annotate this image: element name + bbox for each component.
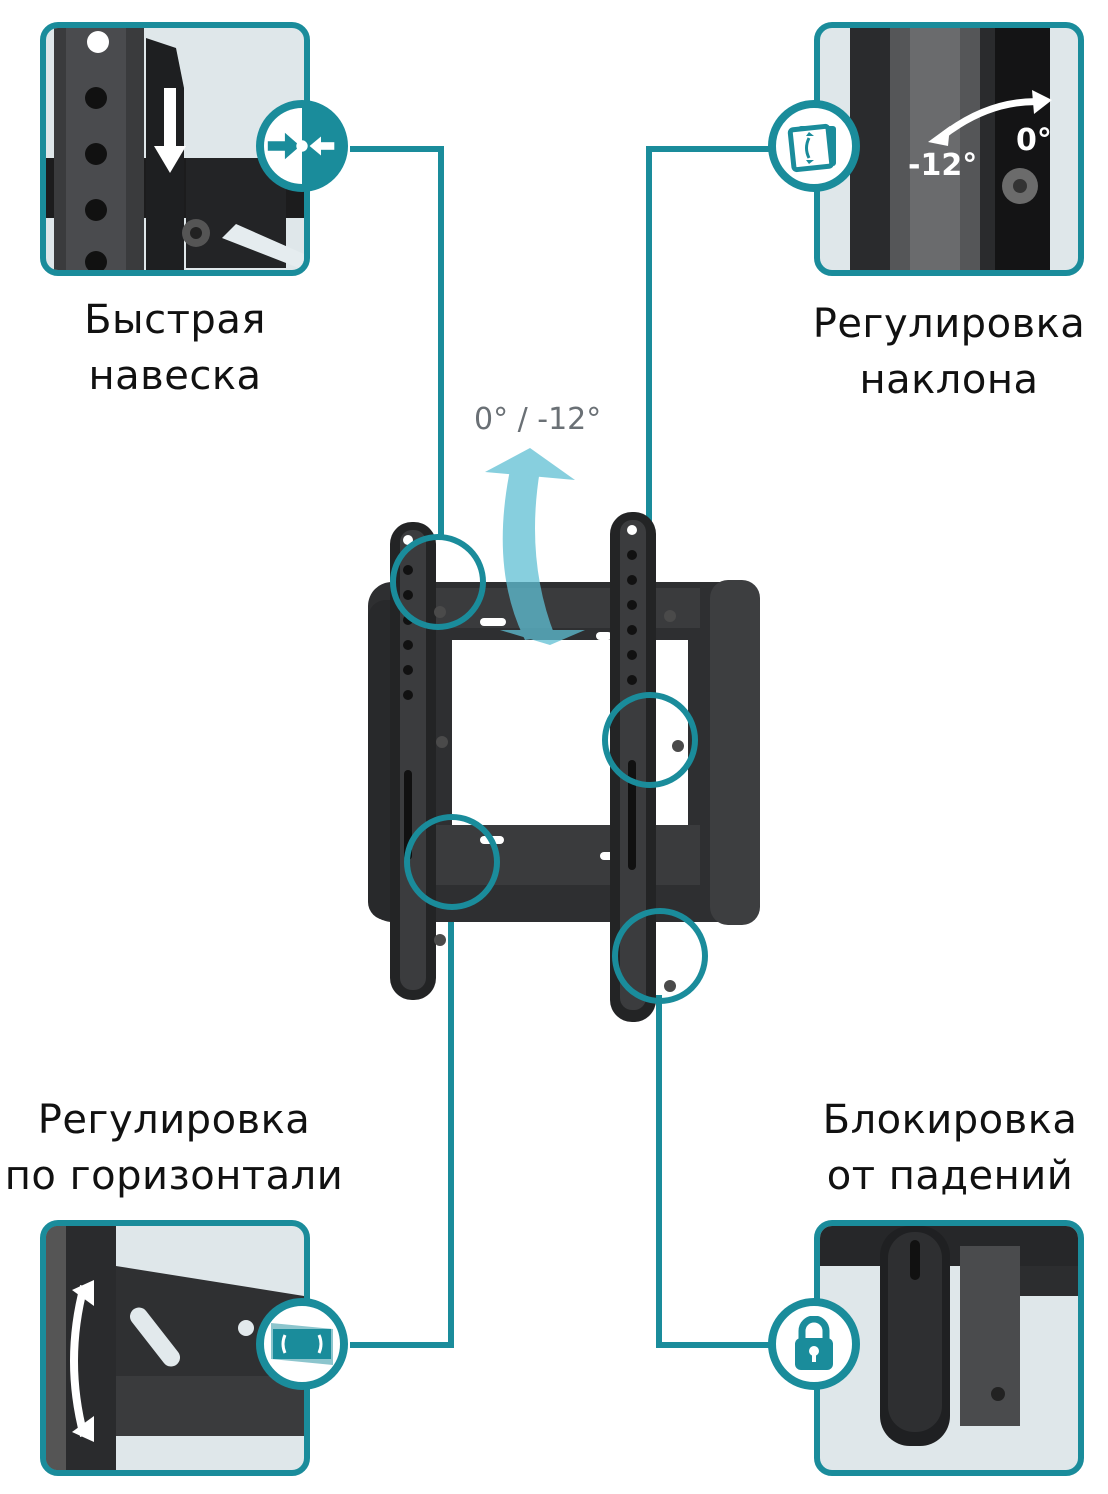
tilt-range-arrow-icon [928,90,1052,146]
connector-lock-v [656,995,662,1348]
right-side-cover [710,580,760,925]
connector-quick-mount-h [350,146,444,152]
horizontal-detail-image [46,1226,304,1470]
callout-ring-quick-mount [390,534,486,630]
horizontal-detail-panel [40,1220,310,1476]
lock-title: Блокировка от падений [822,1097,1078,1199]
down-arrow-icon [154,88,186,173]
tilt-min-label: -12° [908,148,978,183]
connector-horizontal-h [350,1342,454,1348]
tilt-direction-arrow-icon [485,448,585,645]
tilt-caption: 0° / -12° [474,402,602,437]
horizontal-badge [256,1298,348,1390]
connector-tilt-v [646,146,652,696]
connector-tilt-h [646,146,776,152]
tilt-detail-image [850,28,1050,270]
quick-mount-detail-panel [40,22,310,276]
tilt-max-label: 0° [1016,123,1052,158]
quick-mount-badge [256,100,348,192]
callout-ring-lock [612,908,708,1004]
connector-lock-h [656,1342,776,1348]
quick-mount-arrows-icon [264,108,335,184]
padlock-icon [795,1316,833,1370]
tilt-adjust-icon [787,123,836,173]
callout-ring-tilt [602,692,698,788]
lock-detail-panel [814,1220,1084,1476]
tilt-badge [768,100,860,192]
lock-detail-image [820,1226,1078,1446]
connector-quick-mount-v [438,146,444,538]
quick-mount-detail-image [46,28,304,270]
tilt-detail-panel: -12° 0° [814,22,1084,276]
horizontal-level-icon [271,1323,333,1365]
connector-horizontal-v [448,900,454,1348]
tilt-title: Регулировка наклона [812,301,1086,403]
wall-mount-illustration [368,448,760,1022]
quick-mount-title: Быстрая навеска [84,297,266,399]
lock-badge [768,1298,860,1390]
vertical-adjust-arrow-icon [70,1280,94,1442]
horizontal-title: Регулировка по горизонтали [4,1097,344,1199]
callout-ring-horizontal [404,814,500,910]
